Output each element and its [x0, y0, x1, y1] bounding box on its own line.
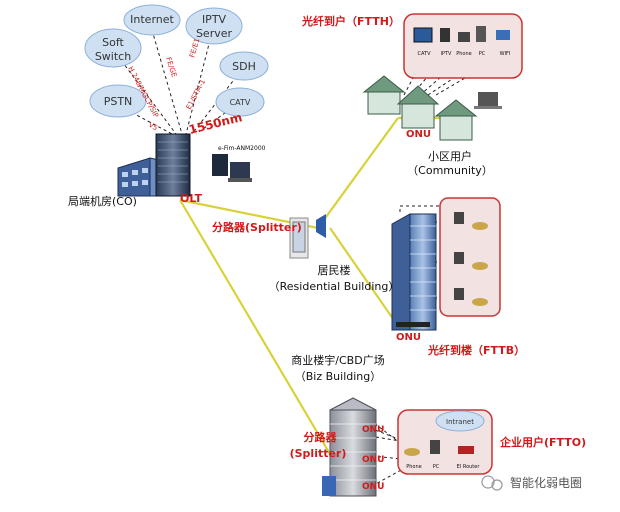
label-e1-stm: E1/STM-1 [185, 78, 208, 111]
fttb-pc-icon [454, 252, 464, 264]
splitter-1-label: 分路器(Splitter) [212, 220, 302, 234]
fiber-splitter-community [317, 117, 399, 229]
pc-icon [476, 26, 486, 42]
cloud-sdh: SDH [219, 51, 269, 81]
fttb-phone-icon [472, 262, 488, 270]
label-v5: V5 [147, 121, 159, 133]
ftth-panel: 光纤到户（FTTH） CATV IPTV Phone PC WIFI [301, 13, 523, 79]
fttb-title: 光纤到楼（FTTB） [427, 343, 525, 357]
nms-device-label: e-Fim-ANM2000 [218, 145, 266, 152]
biz-splitter-label-1: 分路器 [304, 430, 338, 444]
ftto-router-icon [458, 446, 474, 454]
fttb-phone-icon [472, 298, 488, 306]
biz-splitter-box [322, 476, 336, 496]
cloud-internet: Internet [123, 4, 181, 36]
biz-building: 商业楼宇/CBD广场 （Biz Building） 分路器 (Splitter)… [290, 353, 385, 497]
intranet-label: Intranet [446, 418, 474, 426]
cloud-soft-switch-label-2: Switch [95, 50, 131, 63]
fttb-onu-device [396, 322, 430, 327]
wifi-router-icon [496, 30, 510, 40]
ftto-device-label: PC [433, 464, 440, 470]
biz-onu-label: ONU [362, 482, 385, 492]
label-fe-ge: FE/GE [164, 56, 178, 78]
ftto-device-label: Phone [406, 464, 422, 470]
ftth-onu-label: ONU [406, 129, 431, 140]
laptop-icon [478, 92, 498, 106]
residential-building: ONU 居民楼 （Residential Building） [269, 213, 437, 343]
ftto-panel: Intranet Phone PC EI Router 企业用户(FTTO) [397, 409, 586, 475]
biz-splitter-label-2: (Splitter) [290, 447, 347, 460]
olt-label: OLT [180, 192, 203, 205]
ftth-device-label: Phone [456, 51, 472, 57]
cloud-iptv-label-1: IPTV [202, 13, 227, 26]
fttb-panel: 光纤到楼（FTTB） [427, 197, 525, 357]
catv-tv-icon [413, 27, 433, 43]
fttb-pc-icon [454, 288, 464, 300]
watermark: 智能化弱电圈 [481, 475, 582, 491]
fttb-device-panel [439, 197, 501, 317]
wechat-icon [481, 475, 495, 489]
ftth-device-label: IPTV [441, 51, 453, 57]
house-3 [434, 99, 478, 141]
fttb-onu-label: ONU [396, 332, 421, 343]
ftto-device-label: EI Router [457, 464, 481, 470]
fttb-phone-icon [472, 222, 488, 230]
cloud-iptv-server: IPTV Server [185, 7, 243, 45]
ftth-device-label: CATV [418, 51, 432, 57]
ftth-device-panel [403, 13, 523, 79]
biz-onu-label: ONU [362, 455, 385, 465]
phone-icon [458, 32, 470, 42]
fiber-olt-biz [179, 199, 331, 455]
cloud-soft-switch-label-1: Soft [102, 36, 124, 49]
label-fe-e1: FE/E1 [188, 37, 201, 58]
nms-server [212, 154, 228, 176]
house-1 [362, 75, 406, 115]
splitter-1: 分路器(Splitter) [212, 214, 326, 259]
ftto-pc-icon [430, 440, 440, 454]
house-2 [396, 85, 440, 129]
biz-onu-label: ONU [362, 425, 385, 435]
biz-label-1: 商业楼宇/CBD广场 [291, 353, 384, 367]
fttb-pc-icon [454, 212, 464, 224]
ftth-title: 光纤到户（FTTH） [301, 14, 400, 28]
olt-rack [155, 133, 191, 197]
ftth-device-label: WIFI [500, 51, 511, 57]
fiber-splitter-residential [329, 227, 399, 327]
community-label-1: 小区用户 [428, 149, 472, 163]
label-1550nm: 1550nm [187, 110, 243, 137]
cloud-catv: CATV [215, 87, 265, 117]
protocol-labels: FE/GE FE/E1 H.248/MGCP/SIP E1/STM-1 V5 1… [126, 37, 243, 136]
central-office: e-Fim-ANM2000 局端机房(CO) OLT [68, 133, 266, 208]
ftto-title: 企业用户(FTTO) [499, 435, 586, 449]
residential-label-2: （Residential Building） [269, 280, 400, 293]
cloud-pstn: PSTN [89, 84, 147, 118]
nms-monitor [230, 162, 250, 178]
cloud-pstn-label: PSTN [104, 95, 133, 108]
intranet-cloud [435, 410, 485, 432]
biz-label-2: （Biz Building） [295, 370, 382, 383]
watermark-text: 智能化弱电圈 [510, 475, 582, 490]
cloud-soft-switch: Soft Switch [84, 28, 142, 68]
cloud-iptv-label-2: Server [196, 27, 233, 40]
ftto-phone-icon [404, 448, 420, 456]
service-clouds: Internet IPTV Server Soft Switch SDH PST… [84, 4, 269, 118]
co-label: 局端机房(CO) [68, 194, 137, 208]
cloud-internet-label: Internet [130, 13, 174, 26]
ftth-device-label: PC [479, 51, 486, 57]
community-label-2: （Community） [407, 164, 493, 177]
iptv-stb-icon [440, 28, 450, 42]
cloud-catv-label: CATV [230, 98, 251, 107]
cloud-sdh-label: SDH [232, 60, 256, 73]
residential-label-1: 居民楼 [318, 263, 351, 277]
community-houses: ONU 小区用户 （Community） [362, 75, 502, 177]
